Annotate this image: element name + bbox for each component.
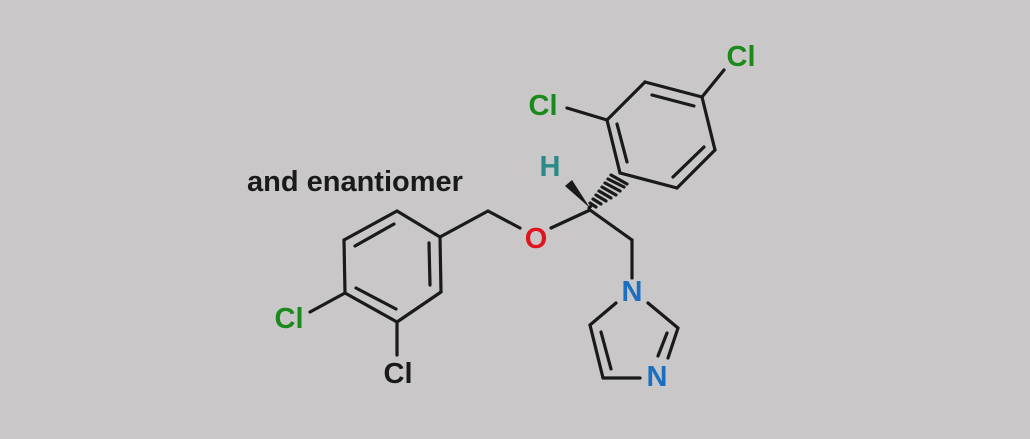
bond — [486, 209, 522, 230]
atom-cl-top-right: Cl — [727, 41, 756, 73]
bond — [343, 291, 399, 324]
bond-double-inner — [671, 145, 706, 179]
bond — [438, 209, 490, 239]
bond-double-inner — [656, 331, 669, 358]
bond-double-inner — [599, 330, 613, 371]
bond — [342, 209, 399, 242]
bond — [438, 235, 443, 294]
bond — [605, 118, 622, 175]
bond-double-inner — [354, 286, 398, 311]
bond — [605, 80, 647, 122]
atom-oxygen: O — [525, 223, 548, 255]
bond — [700, 95, 717, 152]
atom-n-imidazole-1: N — [622, 276, 643, 308]
atom-n-imidazole-3: N — [647, 361, 668, 393]
solid-wedge-bond — [565, 180, 590, 208]
bond-double-inner — [615, 122, 629, 164]
bond-double-inner — [353, 222, 396, 248]
lower-dichlorophenyl-ring — [308, 209, 443, 357]
atom-cl-left: Cl — [275, 303, 304, 335]
bond-to-cl — [308, 291, 347, 314]
bond — [549, 208, 592, 230]
bond-to-cl — [565, 106, 609, 122]
upper-dichlorophenyl-ring — [565, 68, 726, 190]
caption-text: and enantiomer — [247, 166, 463, 198]
bond — [643, 80, 704, 99]
imidazole-ring — [588, 301, 680, 380]
bond — [646, 301, 680, 330]
bond-to-cl — [700, 68, 726, 99]
bond-double-inner — [427, 241, 432, 287]
bond — [395, 209, 442, 239]
bond — [342, 238, 347, 295]
bond — [588, 301, 618, 327]
stereo-chain — [438, 173, 634, 280]
bond — [618, 171, 679, 190]
atom-cl-bottom: Cl — [384, 358, 413, 390]
bond — [588, 208, 634, 242]
bond — [666, 326, 680, 360]
atom-cl-ortho: Cl — [529, 90, 558, 122]
hashed-wedge-bond — [587, 173, 629, 210]
bond-double-inner — [650, 93, 696, 108]
bond — [395, 290, 443, 324]
bond — [675, 148, 717, 190]
bond — [588, 323, 605, 380]
atom-h-stereo: H — [540, 151, 561, 183]
